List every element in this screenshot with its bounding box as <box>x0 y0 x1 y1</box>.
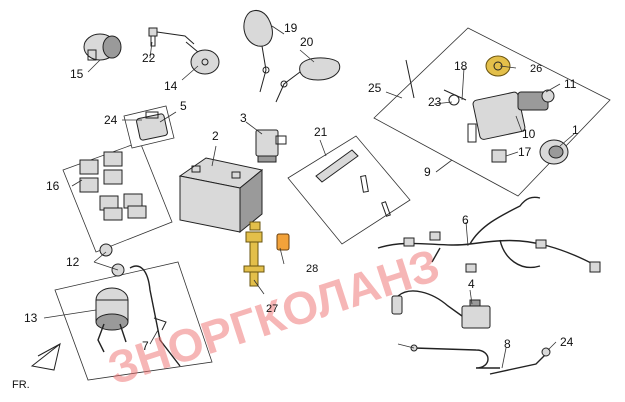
callout-14: 14 <box>164 79 178 93</box>
callout-7: 7 <box>142 339 149 353</box>
cable-part <box>129 265 181 367</box>
callout-4: 4 <box>468 277 475 291</box>
mirror-right-part <box>275 57 341 103</box>
frame-connector-group <box>287 135 411 245</box>
callout-12: 12 <box>66 255 80 269</box>
callout-17: 17 <box>518 145 532 159</box>
mirror-disc-part <box>185 41 220 75</box>
callout-1: 1 <box>572 123 579 137</box>
callout-22: 22 <box>142 51 156 65</box>
callout-23: 23 <box>428 95 442 109</box>
regulator-part <box>95 243 129 353</box>
fuse-holder-part <box>315 149 391 217</box>
callout-20: 20 <box>300 35 314 49</box>
callout-3: 3 <box>240 111 247 125</box>
callout-2: 2 <box>212 129 219 143</box>
mirror-left-part <box>243 9 273 93</box>
callouts: 1 2 3 4 5 6 7 8 9 10 11 12 13 14 15 16 1… <box>24 21 579 353</box>
bolt-part <box>148 27 195 47</box>
sensor-part <box>243 221 290 287</box>
callout-24b: 24 <box>560 335 574 349</box>
ignition-set-part <box>405 55 569 165</box>
callout-5: 5 <box>180 99 187 113</box>
callout-18: 18 <box>454 59 468 73</box>
callout-28: 28 <box>306 263 318 275</box>
leader-lines <box>43 25 575 369</box>
callout-6: 6 <box>462 213 469 227</box>
bracket-part <box>410 344 551 375</box>
frame-regulator-group <box>54 261 213 381</box>
callout-13: 13 <box>24 311 38 325</box>
callout-10: 10 <box>522 127 536 141</box>
relay-part <box>255 129 287 163</box>
wire-harness-part <box>377 196 601 273</box>
callout-21: 21 <box>314 125 328 139</box>
relay-set-part <box>79 151 147 221</box>
switch-part <box>136 111 168 141</box>
callout-9: 9 <box>424 165 431 179</box>
callout-26: 26 <box>530 63 542 75</box>
callout-15: 15 <box>70 67 84 81</box>
callout-27: 27 <box>266 303 278 315</box>
front-direction-label: FR. <box>12 379 30 391</box>
horn-part <box>83 33 122 61</box>
front-direction-arrow: FR. <box>12 342 61 391</box>
battery-part <box>178 157 264 234</box>
callout-24a: 24 <box>104 113 118 127</box>
callout-25: 25 <box>368 81 382 95</box>
callout-16: 16 <box>46 179 60 193</box>
callout-11: 11 <box>564 77 577 91</box>
ignition-coil-part <box>391 290 491 329</box>
callout-19: 19 <box>284 21 298 35</box>
callout-8: 8 <box>504 337 511 351</box>
